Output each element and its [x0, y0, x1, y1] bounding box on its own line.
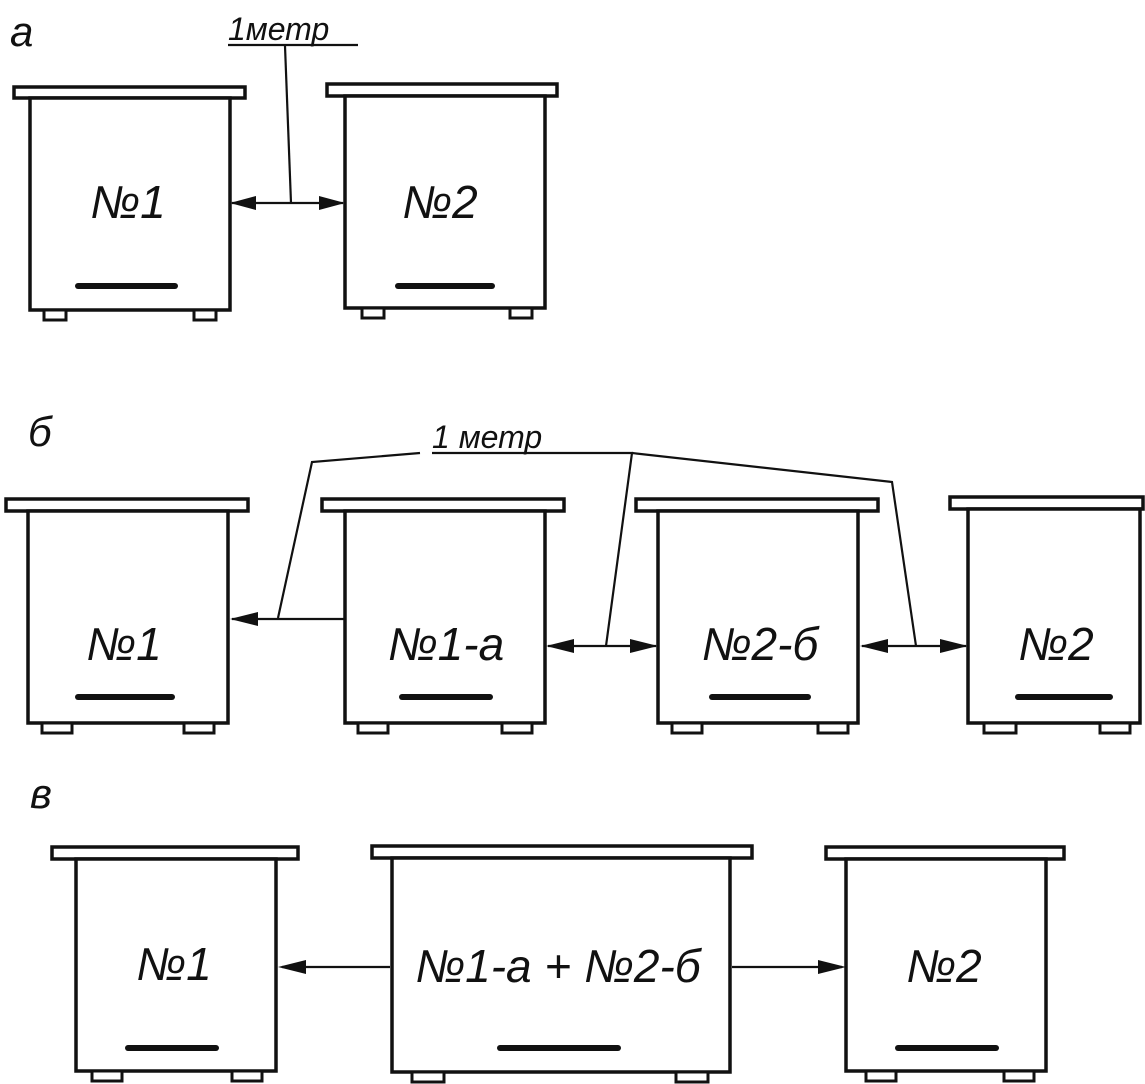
leader-line-2 — [590, 451, 634, 647]
hive-body — [343, 509, 547, 725]
hive-a-1: №1 — [12, 85, 247, 322]
arrowhead-right — [818, 960, 846, 974]
hive-label: №1 — [86, 618, 161, 670]
hive-foot — [1098, 721, 1132, 735]
leader-line-3 — [631, 451, 918, 647]
hive-foot — [1002, 1069, 1036, 1083]
leader-line-1 — [276, 451, 421, 619]
hive-label: №2-б — [702, 618, 821, 670]
hive-foot — [182, 721, 216, 735]
hive-roof — [948, 495, 1145, 511]
section-b: б №1 №1-а №2-б — [4, 408, 1145, 735]
hive-foot — [670, 721, 704, 735]
hive-a-2: №2 — [325, 82, 559, 320]
hive-b-1: №1 — [4, 497, 250, 735]
hive-roof — [370, 844, 754, 860]
hive-foot — [356, 721, 390, 735]
arrowhead-right — [319, 196, 345, 210]
hive-foot — [982, 721, 1018, 735]
hive-body — [656, 509, 860, 725]
hive-label: №2 — [906, 940, 981, 992]
hive-foot — [90, 1069, 124, 1083]
hive-b-2b: №2-б — [634, 497, 880, 735]
section-b-letter: б — [28, 408, 53, 455]
hive-foot — [360, 306, 386, 320]
hive-label: №1 — [136, 938, 211, 990]
dimension-label: 1 метр — [432, 419, 542, 455]
hive-foot — [40, 721, 74, 735]
arrowhead-left — [860, 639, 888, 653]
hive-label: №2 — [1018, 618, 1093, 670]
hive-roof — [320, 497, 566, 513]
hive-roof — [50, 845, 300, 861]
hive-body — [74, 857, 278, 1073]
arrowhead-left — [230, 196, 256, 210]
dimension-b: 1 метр — [230, 419, 968, 653]
hive-foot — [864, 1069, 898, 1083]
hive-foot — [674, 1070, 710, 1084]
leader-line — [283, 45, 293, 204]
hive-foot — [816, 721, 850, 735]
arrowhead-left — [230, 612, 258, 626]
arrowhead-left — [278, 960, 306, 974]
hive-foot — [192, 308, 218, 322]
hive-b-2: №2 — [948, 495, 1145, 735]
hive-roof — [4, 497, 250, 513]
hive-foot — [500, 721, 534, 735]
hive-c-combined: №1-а + №2-б — [370, 844, 754, 1084]
hive-c-1: №1 — [50, 845, 300, 1083]
arrowhead-right — [630, 639, 658, 653]
hive-label: №1-а + №2-б — [415, 940, 702, 992]
section-a: а №1 №2 1метр — [10, 8, 559, 322]
hive-body — [343, 94, 547, 310]
hive-body — [26, 509, 230, 725]
hive-foot — [230, 1069, 264, 1083]
hive-foot — [410, 1070, 446, 1084]
hive-foot — [42, 308, 68, 322]
hive-body — [966, 507, 1142, 725]
hive-b-1a: №1-а — [320, 497, 566, 735]
hive-foot — [508, 306, 534, 320]
hive-roof — [325, 82, 559, 98]
arrows-c — [278, 960, 846, 974]
section-c-letter: в — [30, 770, 52, 817]
hive-roof — [824, 845, 1066, 861]
hive-body — [28, 96, 232, 312]
arrowhead-left — [546, 639, 574, 653]
hive-label: №2 — [402, 176, 477, 228]
section-a-letter: а — [10, 8, 33, 55]
hive-body — [390, 856, 732, 1074]
hive-roof — [634, 497, 880, 513]
hive-label: №1 — [90, 176, 165, 228]
hive-label: №1-а — [388, 618, 504, 670]
arrowhead-right — [940, 639, 968, 653]
section-c: в №1 №1-а + №2-б №2 — [30, 770, 1066, 1084]
dimension-label: 1метр — [228, 11, 329, 47]
hive-body — [844, 857, 1048, 1073]
dimension-a: 1метр — [228, 11, 358, 210]
hive-c-2: №2 — [824, 845, 1066, 1083]
